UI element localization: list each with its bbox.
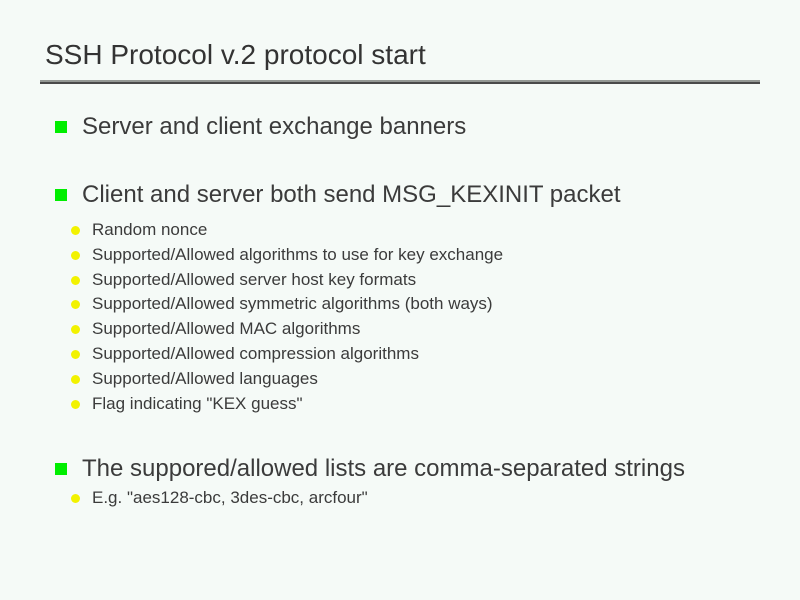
list-item-label: Client and server both send MSG_KEXINIT … (82, 181, 621, 208)
list-item-label: Supported/Allowed symmetric algorithms (… (92, 294, 493, 314)
list-item-label: Supported/Allowed server host key format… (92, 269, 417, 289)
list-item: Supported/Allowed symmetric algorithms (… (0, 292, 800, 317)
list-item-label: Supported/Allowed MAC algorithms (92, 319, 361, 339)
green-square-bullet-icon (55, 189, 67, 201)
yellow-dot-bullet-icon (71, 226, 80, 235)
list-item: Supported/Allowed algorithms to use for … (0, 243, 800, 268)
spacer (0, 142, 800, 180)
page-title: SSH Protocol v.2 protocol start (45, 39, 426, 70)
list-item: E.g. "aes128-cbc, 3des-cbc, arcfour" (0, 486, 800, 511)
list-item: Random nonce (0, 218, 800, 243)
yellow-dot-bullet-icon (71, 300, 80, 310)
title-divider (40, 80, 760, 84)
list-item-label: Supported/Allowed languages (92, 368, 318, 388)
spacer (0, 416, 800, 454)
yellow-dot-bullet-icon (71, 325, 80, 335)
sub-list: E.g. "aes128-cbc, 3des-cbc, arcfour" (0, 486, 800, 511)
yellow-dot-bullet-icon (71, 275, 80, 285)
yellow-dot-bullet-icon (71, 250, 80, 260)
green-square-bullet-icon (55, 463, 67, 476)
yellow-dot-bullet-icon (71, 374, 80, 384)
list-item: The suppored/allowed lists are comma-sep… (0, 454, 800, 484)
list-item: Server and client exchange banners (0, 112, 800, 142)
list-item-label: Supported/Allowed algorithms to use for … (92, 244, 504, 264)
list-item-label: The suppored/allowed lists are comma-sep… (82, 455, 685, 483)
list-item-label: E.g. "aes128-cbc, 3des-cbc, arcfour" (92, 488, 368, 508)
list-item-label: Random nonce (92, 220, 208, 239)
list-item: Supported/Allowed compression algorithms (0, 342, 800, 367)
list-item: Supported/Allowed MAC algorithms (0, 317, 800, 342)
yellow-dot-bullet-icon (71, 494, 80, 504)
list-item: Supported/Allowed server host key format… (0, 268, 800, 293)
sub-list: Random nonce Supported/Allowed algorithm… (0, 218, 800, 416)
green-square-bullet-icon (55, 121, 67, 133)
list-item-label: Server and client exchange banners (82, 113, 467, 140)
list-item: Client and server both send MSG_KEXINIT … (0, 180, 800, 210)
list-item: Flag indicating "KEX guess" (0, 392, 800, 417)
spacer (0, 210, 800, 218)
list-item-label: Supported/Allowed compression algorithms (92, 343, 419, 363)
yellow-dot-bullet-icon (71, 349, 80, 359)
list-item: Supported/Allowed languages (0, 367, 800, 392)
list-item-label: Flag indicating "KEX guess" (92, 393, 303, 413)
slide-body: Server and client exchange banners Clien… (0, 112, 800, 511)
yellow-dot-bullet-icon (71, 399, 80, 409)
